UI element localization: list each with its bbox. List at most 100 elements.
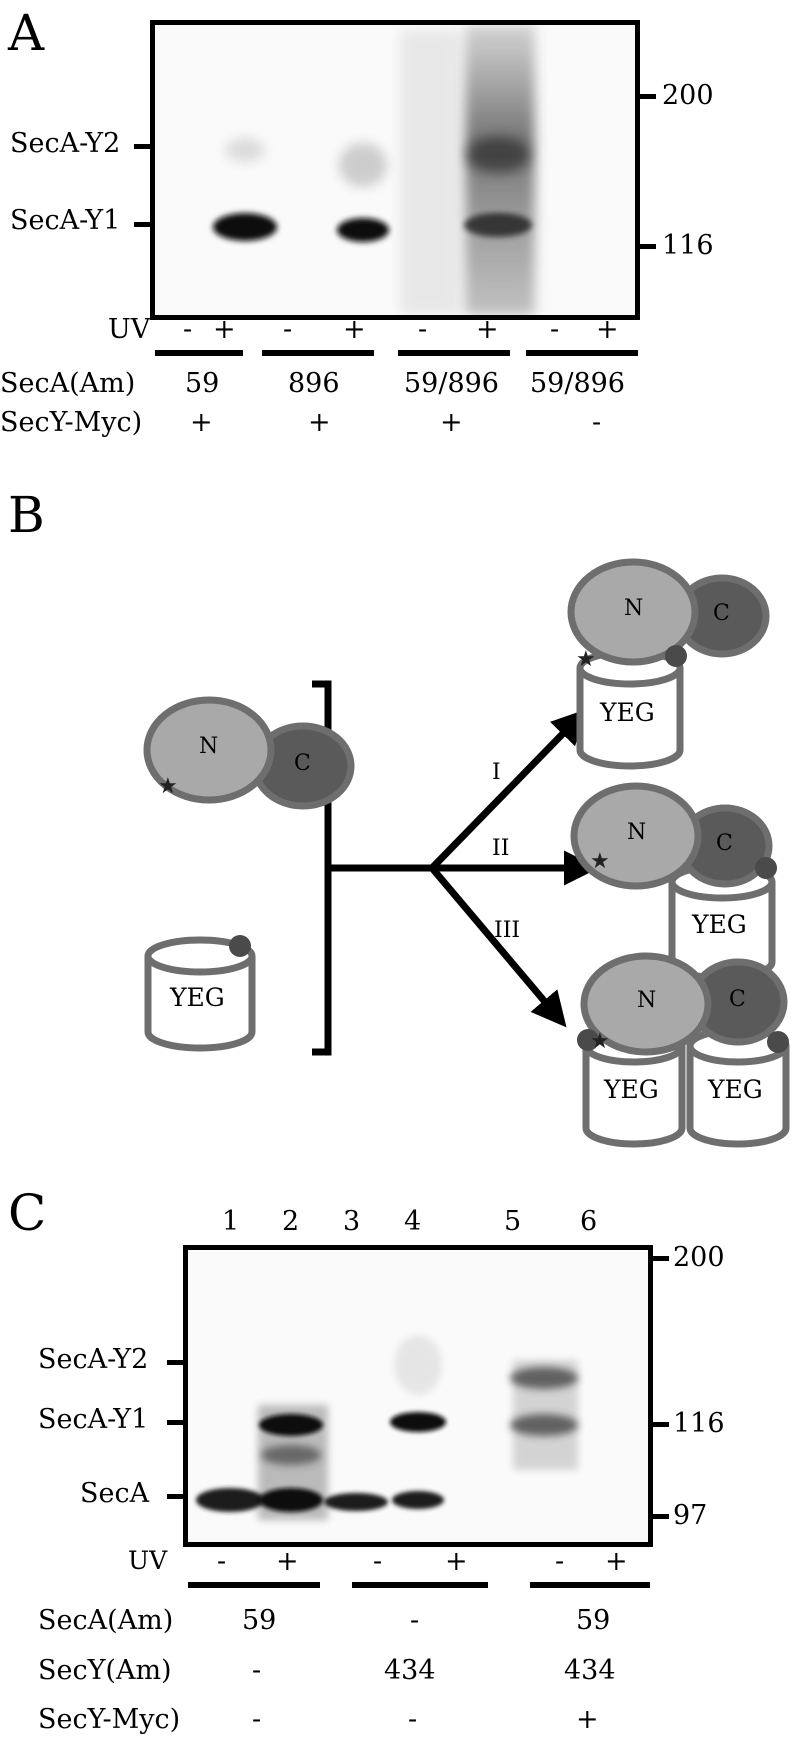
panel-b-letter: B: [8, 486, 45, 544]
uv-sign-a-3: -: [283, 314, 293, 345]
label-n-route-ii: N: [627, 820, 647, 845]
arrow-route-iii: [429, 865, 567, 1028]
band-c-lane2-mid: [261, 1445, 321, 1465]
label-n-free: N: [199, 734, 219, 759]
band-c-lane4-y1: [390, 1412, 446, 1432]
route-label-iii: III: [494, 918, 521, 943]
star-icon: ★: [590, 849, 610, 874]
route-label-ii: II: [492, 836, 510, 861]
row-value-a-secy-2: +: [308, 407, 331, 438]
bracket-shape: [312, 680, 332, 1056]
uv-sign-c-3: -: [373, 1546, 383, 1577]
lane-number-2: 2: [282, 1206, 300, 1237]
label-c-route-iii: C: [729, 987, 746, 1012]
uv-label-a: UV: [108, 314, 151, 345]
row-label-c-secy: SecY(Am): [38, 1655, 172, 1686]
crosslink-dot-icon: [665, 645, 687, 667]
yeg-body-shape: [686, 1046, 790, 1148]
marker-tick-a-200: [640, 94, 656, 99]
crosslink-dot-icon: [229, 935, 251, 957]
star-icon: ★: [576, 647, 596, 672]
band-c-lane2-y1: [259, 1414, 323, 1436]
lane-number-4: 4: [404, 1206, 422, 1237]
band-c-lane1-seca: [196, 1488, 264, 1512]
band-c-lane6-y2: [510, 1367, 578, 1389]
label-n-route-iii: N: [637, 988, 657, 1013]
marker-c-200: 200: [673, 1242, 725, 1273]
uv-label-c: UV: [128, 1546, 168, 1575]
uv-sign-a-2: +: [213, 314, 236, 345]
label-yeg-route-ii: YEG: [692, 910, 747, 939]
arrow-route-i: [429, 708, 587, 871]
uv-sign-a-4: +: [343, 314, 366, 345]
complex-route-ii: ★: [570, 782, 777, 982]
domain-n-shape: [143, 696, 275, 804]
group-bar-c-2: [352, 1582, 488, 1588]
uv-sign-a-8: +: [596, 314, 619, 345]
uv-sign-a-5: -: [418, 314, 428, 345]
label-c-free: C: [294, 751, 311, 776]
band-label-a-y1: SecA-Y1: [10, 205, 121, 236]
marker-a-200: 200: [662, 80, 714, 111]
complex-route-iii: ★: [577, 952, 790, 1148]
band-c-lane6-y1: [510, 1414, 578, 1436]
band-c-lane3-seca: [324, 1493, 388, 1511]
crosslink-dot-icon: [577, 1029, 599, 1051]
row-value-a-seca-3: 59/896: [404, 368, 499, 399]
label-c-route-ii: C: [716, 831, 733, 856]
band-tick-c-seca: [167, 1494, 183, 1499]
band-a-lane2-y1: [213, 213, 277, 241]
yeg-body-shape: [582, 1046, 686, 1148]
label-yeg-route-iii-right: YEG: [708, 1075, 763, 1104]
band-c-lane4-seca: [392, 1491, 444, 1509]
domain-n-shape: [570, 782, 702, 890]
band-tick-a-y2: [134, 144, 150, 149]
uv-sign-c-1: -: [217, 1546, 227, 1577]
row-label-c-secy-myc: SecY-Myc): [38, 1704, 181, 1735]
crosslink-dot-icon: [755, 857, 777, 879]
complex-route-i: ★: [567, 558, 770, 770]
band-label-c-seca: SecA: [80, 1478, 150, 1509]
crosslink-dot-icon: [767, 1031, 789, 1053]
group-bar-a-2: [262, 350, 374, 356]
marker-c-97: 97: [673, 1500, 708, 1531]
uv-sign-c-4: +: [445, 1546, 468, 1577]
star-icon: ★: [158, 774, 178, 799]
route-label-i: I: [492, 760, 501, 785]
group-bar-a-4: [526, 350, 638, 356]
group-bar-a-3: [398, 350, 510, 356]
group-bar-a-1: [155, 350, 243, 356]
row-value-a-seca-2: 896: [288, 368, 340, 399]
label-n-route-i: N: [624, 596, 644, 621]
row-value-a-secy-1: +: [190, 407, 213, 438]
label-yeg-route-i: YEG: [600, 698, 655, 727]
band-label-c-y2: SecA-Y2: [38, 1344, 149, 1375]
uv-sign-c-2: +: [276, 1546, 299, 1577]
lane-number-1: 1: [222, 1206, 240, 1237]
domain-n-shape: [567, 558, 699, 666]
row-value-c-secy-3: 434: [564, 1655, 616, 1686]
marker-c-116: 116: [673, 1408, 725, 1439]
band-a-lane2-y2: [225, 138, 265, 162]
row-label-a-secy-myc: SecY-Myc): [0, 407, 143, 438]
row-value-c-secy-1: -: [252, 1655, 262, 1686]
band-a-lane4-y1: [337, 218, 389, 242]
yeg-body-shape: [576, 668, 684, 770]
band-label-c-y1: SecA-Y1: [38, 1404, 149, 1435]
seca-free: ★: [143, 696, 355, 810]
group-bar-c-3: [530, 1582, 650, 1588]
band-tick-a-y1: [134, 222, 150, 227]
lane-number-6: 6: [580, 1206, 598, 1237]
marker-tick-a-116: [640, 244, 656, 249]
domain-n-shape: [580, 952, 712, 1056]
lane-number-3: 3: [343, 1206, 361, 1237]
star-icon: ★: [590, 1029, 610, 1054]
marker-tick-c-97: [653, 1514, 669, 1519]
marker-tick-c-200: [653, 1256, 669, 1261]
marker-tick-c-116: [653, 1422, 669, 1427]
row-label-c-seca: SecA(Am): [38, 1605, 174, 1636]
panel-a-blot: [150, 20, 640, 320]
group-bar-c-1: [188, 1582, 320, 1588]
band-c-lane4-y2: [394, 1335, 442, 1395]
